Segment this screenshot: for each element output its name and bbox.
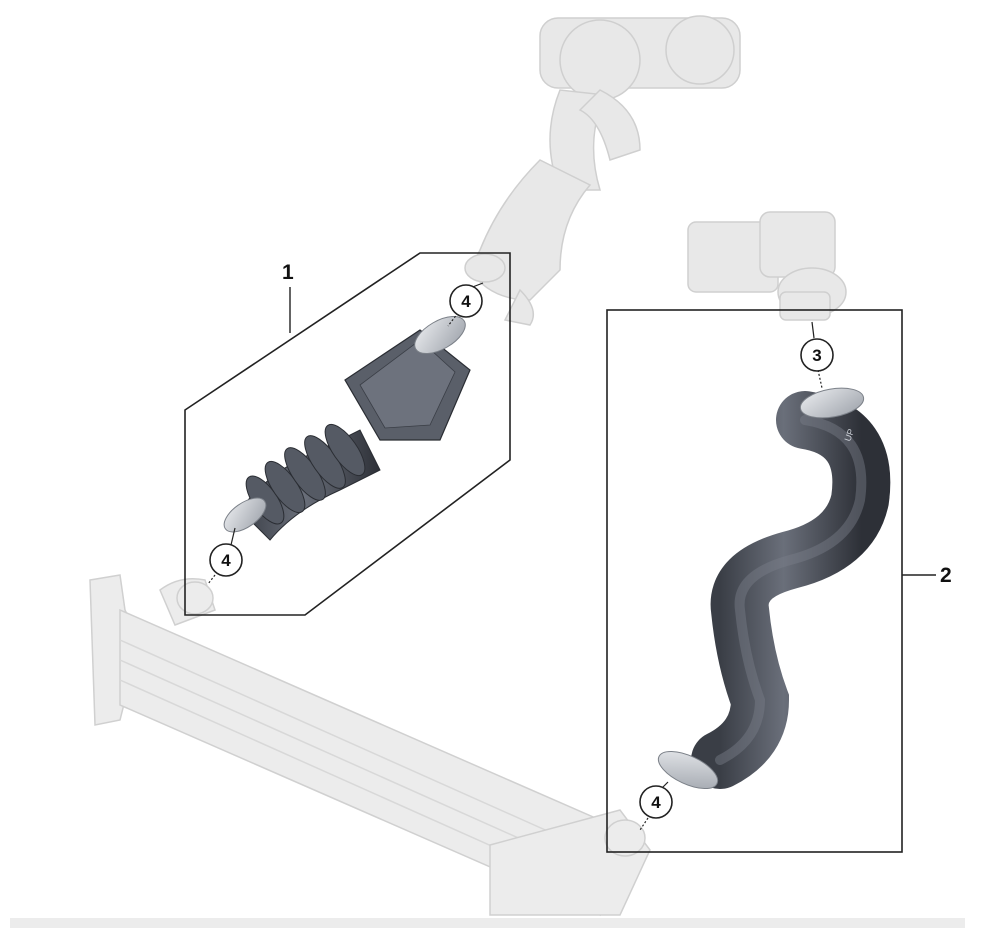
callout-3: 3 (800, 321, 834, 389)
intercooler-ghost (89, 574, 651, 917)
charge-pipe-ghost (464, 159, 592, 326)
svg-text:4: 4 (461, 292, 471, 311)
part-1-charge-air-hose (223, 315, 471, 541)
hose-up-marking: UP (842, 428, 856, 443)
part-2-outline (606, 309, 903, 853)
turbocharger-ghost (539, 15, 741, 191)
part-1-outline (184, 252, 511, 616)
callout-4-bottom: 4 (639, 781, 673, 831)
part-1-label: 1 (282, 261, 294, 284)
callout-4-left: 4 (207, 527, 243, 585)
part-2-charge-air-hose: UP (657, 387, 891, 790)
footer-bar (10, 918, 965, 928)
throttle-body-ghost (687, 211, 847, 321)
callout-4-top: 4 (447, 282, 484, 327)
svg-text:3: 3 (812, 346, 821, 365)
svg-text:4: 4 (221, 551, 231, 570)
part-2-label: 2 (940, 564, 952, 587)
svg-text:4: 4 (651, 793, 661, 812)
